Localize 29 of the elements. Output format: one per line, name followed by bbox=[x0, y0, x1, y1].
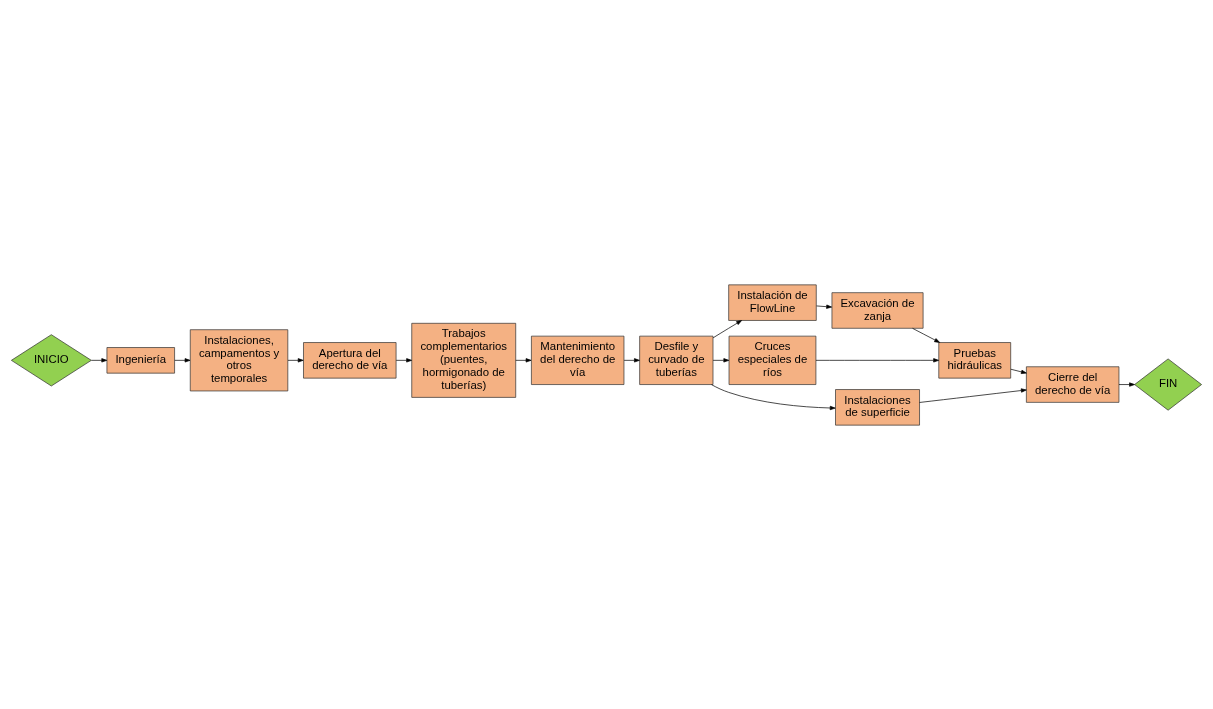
node-box: Instalaciones, campamentos y otros temporales bbox=[189, 328, 289, 391]
arrow bbox=[395, 357, 412, 362]
arrow bbox=[815, 357, 939, 362]
node-box: Instalaciones de superficie bbox=[835, 388, 920, 425]
node-box: Cierre del derecho de vía bbox=[1026, 365, 1120, 403]
node-box: Ingeniería bbox=[106, 346, 175, 373]
node-box: Mantenimiento del derecho de vía bbox=[531, 335, 625, 385]
node-box: Pruebas hidráulicas bbox=[938, 341, 1012, 378]
arrow bbox=[912, 327, 940, 343]
node-box: Cruces especiales de ríos bbox=[728, 335, 817, 385]
arrow bbox=[712, 357, 730, 362]
arrow bbox=[287, 357, 304, 362]
node-box: Desfile y curvado de tuberías bbox=[639, 335, 714, 385]
arrow bbox=[712, 319, 742, 338]
node-box: Apertura del derecho de vía bbox=[303, 341, 397, 378]
arrow bbox=[1010, 368, 1027, 374]
arrow bbox=[91, 357, 108, 362]
node-diamond: INICIO bbox=[11, 333, 92, 386]
arrow bbox=[711, 383, 836, 410]
arrow bbox=[174, 357, 191, 362]
node-box: Trabajos complementarios (puentes, hormigonado de tuberías) bbox=[411, 322, 517, 398]
arrow bbox=[919, 387, 1027, 403]
arrow bbox=[816, 304, 832, 309]
arrow bbox=[515, 357, 532, 362]
node-box: Excavación de zanja bbox=[831, 291, 924, 329]
node-box: Instalación de FlowLine bbox=[728, 284, 817, 321]
arrow bbox=[623, 357, 640, 362]
arrow bbox=[1118, 381, 1135, 387]
node-diamond: FIN bbox=[1134, 358, 1202, 411]
